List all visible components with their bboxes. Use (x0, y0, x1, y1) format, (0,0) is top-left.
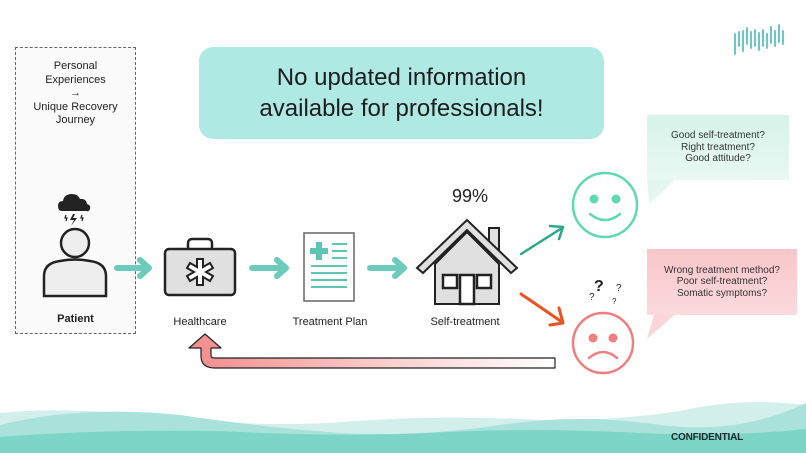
treatment-plan-label: Treatment Plan (292, 316, 368, 328)
sound-wave-logo-icon (734, 24, 784, 55)
headline-line-2: available for professionals! (259, 95, 544, 122)
bad-outcome-bubble: Wrong treatment method? Poor self-treatm… (647, 249, 797, 315)
patient-label: Patient (57, 313, 94, 325)
house-icon (415, 218, 519, 306)
wave-footer-decoration (0, 402, 806, 453)
feedback-arrow-icon (188, 333, 556, 369)
question-mark: ? (594, 278, 604, 295)
arrow-right-icon (114, 257, 152, 279)
arrow-down-right-icon (519, 292, 565, 327)
headline-banner: No updated information available for pro… (199, 47, 604, 139)
bubble-question: Wrong treatment method? (664, 264, 780, 276)
bubble-question: Somatic symptoms? (676, 287, 768, 299)
description-line: Journey (55, 114, 96, 126)
arrow-right-icon (367, 257, 407, 279)
question-mark: ? (616, 283, 622, 294)
smiley-face-icon (571, 171, 639, 239)
description-line: Personal (53, 60, 98, 72)
question-mark: ? (612, 297, 617, 306)
self-treatment-percentage: 99% (451, 186, 489, 206)
description-line: Unique Recovery (33, 100, 118, 113)
description-arrow: → (70, 87, 81, 99)
bubble-question: Good self-treatment? (671, 130, 765, 142)
document-with-cross-icon (303, 232, 355, 302)
bubble-question: Right treatment? (681, 141, 755, 153)
confidential-label: CONFIDENTIAL (671, 432, 744, 443)
question-mark: ? (589, 292, 595, 303)
good-outcome-bubble: Good self-treatment? Right treatment? Go… (647, 115, 789, 180)
patient-description: Personal Experiences → Unique Recovery J… (15, 60, 136, 128)
bubble-question: Good attitude? (685, 153, 751, 165)
speech-bubble-tail-good (647, 176, 679, 204)
medical-kit-icon (163, 237, 237, 297)
arrow-right-icon (249, 257, 289, 279)
healthcare-label: Healthcare (173, 316, 227, 328)
description-line: Experiences (45, 73, 106, 86)
self-treatment-label: Self-treatment (430, 316, 500, 328)
sad-face-icon (571, 311, 635, 375)
headline-line-1: No updated information (276, 64, 527, 91)
bubble-question: Poor self-treatment? (676, 276, 768, 288)
speech-bubble-tail-bad (647, 311, 679, 339)
arrow-up-right-icon (519, 224, 565, 256)
person-with-storm-cloud-icon (42, 194, 108, 298)
